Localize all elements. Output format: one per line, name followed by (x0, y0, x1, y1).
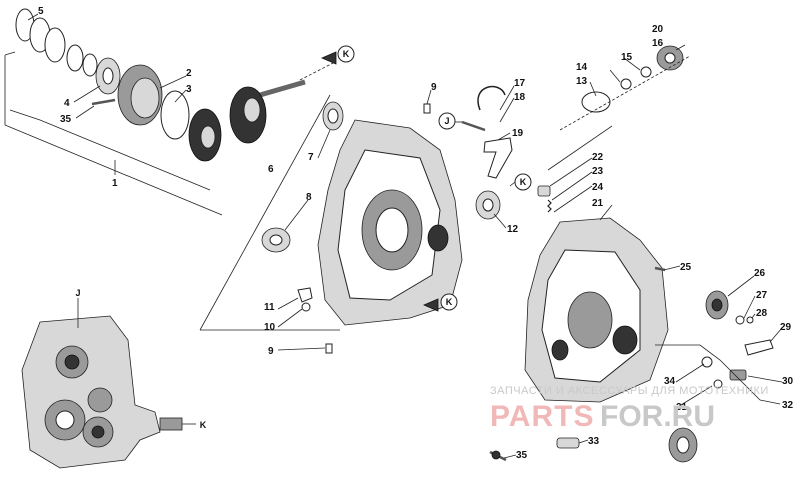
callout-20: 20 (652, 24, 664, 35)
dowel-pin (423, 103, 431, 114)
watermark-brand-red: PARTS (490, 400, 594, 433)
callout-19: 19 (512, 128, 524, 139)
callout-26: 26 (754, 268, 766, 279)
reference-marker-k-lower: K (422, 293, 458, 312)
callout-34: 34 (664, 376, 676, 387)
callout-7: 7 (308, 152, 314, 163)
callout-8: 8 (306, 192, 312, 203)
callout-23: 23 (592, 166, 604, 177)
callout-21: 21 (592, 198, 604, 209)
callout-18-top: 18 (514, 92, 526, 103)
case-half-group (199, 85, 513, 354)
callout-1: 1 (112, 178, 118, 189)
callout-9-bottom: 9 (268, 346, 274, 357)
callout-33: 33 (588, 436, 600, 447)
reference-marker-j-inset: J (75, 288, 80, 298)
callout-13: 13 (576, 76, 588, 87)
snap-ring (44, 27, 66, 63)
bracket-clip (297, 287, 313, 303)
callout-22: 22 (592, 152, 604, 163)
washer (66, 44, 84, 72)
callout-30: 30 (782, 376, 794, 387)
callout-35-top: 35 (60, 114, 72, 125)
callout-29: 29 (780, 322, 792, 333)
svg-text:K: K (343, 49, 350, 59)
watermark-tagline: ЗАПЧАСТИ И АКСЕССУАРЫ ДЛЯ МОТОТЕХНИКИ (490, 385, 769, 397)
washer (713, 379, 723, 389)
reference-marker-k-top: K (320, 45, 355, 65)
reference-marker-k-inset: K (200, 420, 207, 430)
svg-text:K: K (200, 420, 207, 430)
washer (82, 53, 98, 77)
callout-labels: 5 2 3 4 35 1 7 6 8 9 11 10 9 12 17 18 19… (38, 6, 794, 461)
callout-24: 24 (592, 182, 604, 193)
callout-4: 4 (64, 98, 70, 109)
callout-35-bottom: 35 (516, 450, 528, 461)
callout-17: 17 (514, 78, 526, 89)
bearing-bore (102, 67, 114, 85)
sleeve (556, 437, 580, 449)
neutral-switch (729, 369, 747, 381)
case-half-right-group (489, 45, 774, 463)
svg-text:J: J (444, 116, 449, 126)
callout-27: 27 (756, 290, 768, 301)
gear-carrier-face (130, 77, 160, 119)
case-bore (567, 291, 613, 349)
callout-2: 2 (186, 68, 192, 79)
callout-16: 16 (652, 38, 664, 49)
callout-9-top: 9 (431, 82, 437, 93)
pinion-hub (243, 97, 261, 123)
reference-marker-j: J (438, 112, 462, 130)
shift-lever (483, 137, 513, 179)
callout-12: 12 (507, 224, 519, 235)
washer (701, 356, 713, 368)
svg-text:J: J (75, 288, 80, 298)
washer (620, 78, 632, 90)
shift-arm (744, 339, 774, 356)
o-ring (735, 315, 745, 325)
callout-31: 31 (676, 402, 688, 413)
o-ring (746, 316, 754, 324)
plug (537, 185, 551, 197)
callout-14: 14 (576, 62, 588, 73)
callout-32: 32 (782, 400, 794, 411)
watermark-brand-grey: FOR.RU (600, 400, 715, 433)
shaft-assembly-group (4, 8, 336, 216)
svg-text:K: K (446, 297, 453, 307)
leader-lines (27, 13, 783, 459)
dowel-pin (325, 343, 333, 354)
snap-ring (581, 91, 611, 113)
reference-marker-k-mid: K (509, 173, 532, 191)
washer (640, 66, 652, 78)
callout-3: 3 (186, 84, 192, 95)
assembled-view-inset (21, 298, 196, 469)
watermark: ЗАПЧАСТИ И АКСЕССУАРЫ ДЛЯ МОТОТЕХНИКИ PA… (490, 385, 769, 433)
thrust-ring (160, 90, 190, 140)
svg-text:K: K (520, 177, 527, 187)
bolt (301, 302, 311, 312)
callout-28: 28 (756, 308, 768, 319)
callout-5: 5 (38, 6, 44, 17)
callout-6: 6 (268, 164, 274, 175)
callout-11: 11 (264, 302, 275, 313)
callout-10: 10 (264, 322, 276, 333)
callout-25: 25 (680, 262, 692, 273)
bevel-gear-hub (200, 125, 216, 149)
callout-15: 15 (621, 52, 633, 63)
